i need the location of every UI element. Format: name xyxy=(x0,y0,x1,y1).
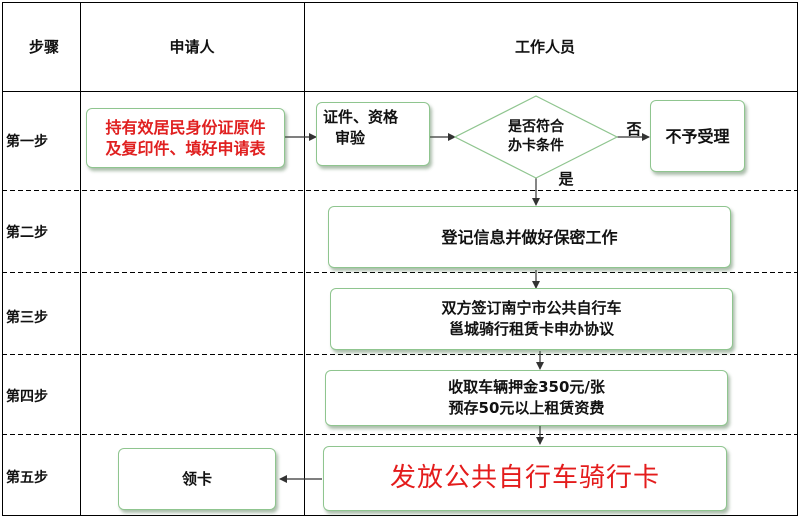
agreement-line1: 双方签订南宁市公共自行车 xyxy=(441,299,622,317)
verify-line2: 审验 xyxy=(335,129,366,147)
step-5-label: 第五步 xyxy=(6,470,48,486)
decision-line2: 办卡条件 xyxy=(508,138,564,154)
header-staff: 工作人员 xyxy=(514,38,575,56)
step-4-label: 第四步 xyxy=(6,389,48,405)
edge-label-no: 否 xyxy=(626,120,642,138)
deposit-line2: 预存50元以上租赁资费 xyxy=(448,399,605,417)
agreement-line2: 邕城骑行租赁卡申办协议 xyxy=(448,320,614,338)
decision-diamond xyxy=(453,95,619,179)
verify-box: 证件、资格 审验 xyxy=(316,102,430,166)
deposit-box: 收取车辆押金350元/张 预存50元以上租赁资费 xyxy=(325,370,728,426)
verify-line1: 证件、资格 xyxy=(323,108,399,126)
step-3-label: 第三步 xyxy=(6,310,48,326)
agreement-box: 双方签订南宁市公共自行车 邕城骑行租赁卡申办协议 xyxy=(330,288,733,350)
applicant-documents-box: 持有效居民身份证原件 及复印件、填好申请表 xyxy=(86,108,285,168)
reject-box: 不予受理 xyxy=(650,100,745,172)
register-box: 登记信息并做好保密工作 xyxy=(328,206,731,268)
applicant-documents-line2: 及复印件、填好申请表 xyxy=(105,139,266,158)
header-step: 步骤 xyxy=(28,38,59,56)
decision-label: 是否符合 办卡条件 xyxy=(486,118,586,156)
deposit-line1: 收取车辆押金350元/张 xyxy=(448,378,605,396)
edge-label-yes: 是 xyxy=(558,170,574,188)
step-2-label: 第二步 xyxy=(6,225,48,241)
decision-line1: 是否符合 xyxy=(508,119,564,135)
issue-card-box: 发放公共自行车骑行卡 xyxy=(323,446,727,511)
step-1-label: 第一步 xyxy=(6,134,48,150)
issue-card-text: 发放公共自行车骑行卡 xyxy=(389,463,660,493)
applicant-documents-line1: 持有效居民身份证原件 xyxy=(105,118,266,137)
header-applicant: 申请人 xyxy=(169,38,215,56)
receive-card-box: 领卡 xyxy=(118,448,276,510)
